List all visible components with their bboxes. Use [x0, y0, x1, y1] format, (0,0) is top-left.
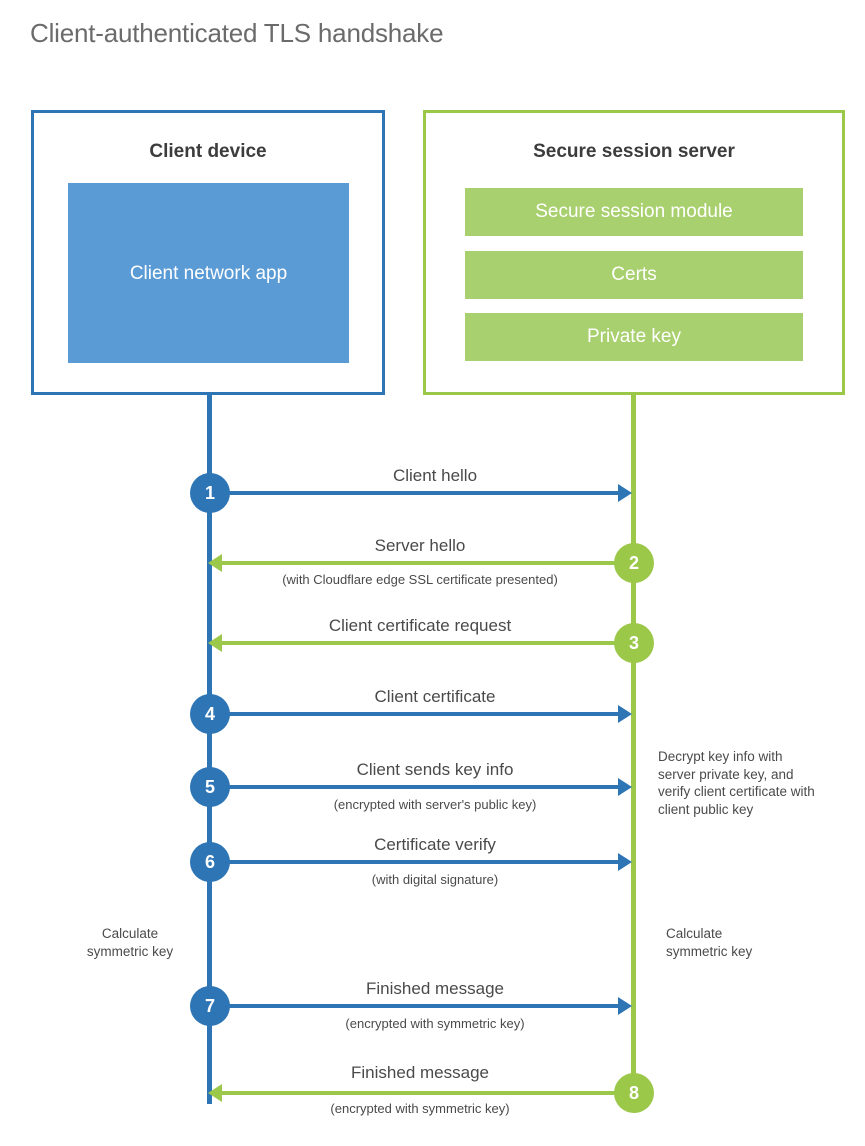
step-8-arrow-line [222, 1091, 622, 1095]
step-6-sublabel: (with digital signature) [371, 872, 499, 887]
step-2-number: 2 [628, 552, 639, 573]
step-5-arrow-head [618, 778, 632, 796]
page-title: Client-authenticated TLS handshake [30, 18, 444, 48]
step-7-label: Finished message [366, 979, 504, 998]
client-network-app-label: Client network app [129, 262, 288, 284]
step-1-number: 1 [204, 482, 215, 503]
step-6-badge[interactable]: 6 [190, 842, 230, 882]
step-3-arrow-line [222, 641, 622, 645]
client-calculate-symmetric-key-note: Calculate symmetric key [86, 926, 174, 959]
step-7-number: 7 [204, 995, 215, 1016]
server-component-certs: Certs [465, 251, 803, 299]
client-lifeline [207, 392, 212, 1104]
step-1-arrow-head [618, 484, 632, 502]
step-4-label: Client certificate [374, 687, 496, 706]
server-decrypt-note: Decrypt key info with server private key… [658, 749, 815, 817]
step-7-badge[interactable]: 7 [190, 986, 230, 1026]
step-1-badge[interactable]: 1 [190, 473, 230, 513]
step-5-arrow-line [210, 785, 620, 789]
step-8-arrow-head [208, 1084, 222, 1102]
step-1-label: Client hello [392, 466, 478, 485]
step-8-sublabel: (encrypted with symmetric key) [330, 1101, 510, 1116]
client-device-box: Client device Client network app [31, 110, 385, 395]
step-5-sublabel: (encrypted with server's public key) [333, 797, 537, 812]
step-2-arrow-line [222, 561, 622, 565]
secure-session-server-title: Secure session server [533, 141, 735, 162]
secure-session-server-box: Secure session server Secure session mod… [423, 110, 845, 395]
step-2-label: Server hello [374, 536, 466, 555]
client-network-app-box: Client network app [68, 183, 349, 363]
step-4-number: 4 [204, 703, 215, 724]
step-3-arrow-head [208, 634, 222, 652]
step-2-badge[interactable]: 2 [614, 543, 654, 583]
step-6-number: 6 [204, 851, 215, 872]
step-5-number: 5 [204, 776, 215, 797]
step-7-arrow-line [210, 1004, 620, 1008]
server-calculate-symmetric-key-note: Calculate symmetric key [666, 926, 753, 959]
step-8-label: Finished message [351, 1063, 489, 1082]
client-device-title: Client device [149, 141, 267, 162]
step-6-label: Certificate verify [374, 835, 496, 854]
step-1-arrow-line [210, 491, 620, 495]
step-8-badge[interactable]: 8 [614, 1073, 654, 1113]
server-component-private-key: Private key [465, 313, 803, 361]
step-4-arrow-line [210, 712, 620, 716]
step-4-badge[interactable]: 4 [190, 694, 230, 734]
server-component-secure-session-module: Secure session module [465, 188, 803, 236]
step-8-number: 8 [628, 1082, 639, 1103]
step-5-label: Client sends key info [356, 760, 514, 779]
step-6-arrow-line [210, 860, 620, 864]
step-3-label: Client certificate request [328, 616, 512, 635]
step-3-badge[interactable]: 3 [614, 623, 654, 663]
server-lifeline [631, 392, 636, 1093]
step-7-sublabel: (encrypted with symmetric key) [345, 1016, 525, 1031]
step-5-badge[interactable]: 5 [190, 767, 230, 807]
step-2-sublabel: (with Cloudflare edge SSL certificate pr… [282, 572, 558, 587]
step-7-arrow-head [618, 997, 632, 1015]
step-6-arrow-head [618, 853, 632, 871]
step-4-arrow-head [618, 705, 632, 723]
step-2-arrow-head [208, 554, 222, 572]
step-3-number: 3 [628, 632, 639, 653]
